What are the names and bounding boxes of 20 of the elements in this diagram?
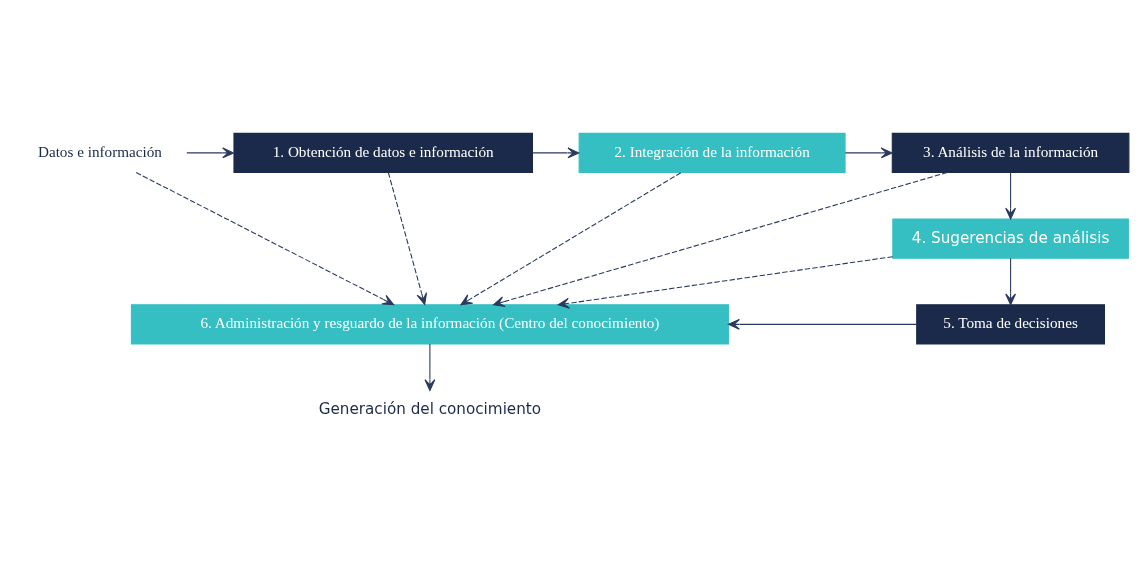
node-box: 2. Integración de la información xyxy=(578,132,846,173)
arrow xyxy=(135,172,395,306)
arrow xyxy=(492,171,948,307)
arrow xyxy=(557,256,894,309)
node-box: 5. Toma de decisiones xyxy=(916,304,1106,345)
node-box: 6. Administración y resguardo de la información (Centro del conocimiento) xyxy=(130,304,729,345)
arrow xyxy=(186,147,235,159)
arrow xyxy=(532,147,580,159)
arrow xyxy=(1005,171,1017,220)
node-box: 3. Análisis de la información xyxy=(891,132,1130,173)
arrow xyxy=(727,318,918,330)
node-box: 4. Sugerencias de análisis xyxy=(892,218,1129,259)
arrow xyxy=(460,172,682,306)
arrow xyxy=(1005,257,1017,306)
node-box: 1. Obtención de datos e información xyxy=(233,132,533,173)
node-text: Datos e información xyxy=(37,142,162,160)
arrow xyxy=(424,343,436,392)
arrow xyxy=(844,147,893,159)
node-text: Generación del conocimiento xyxy=(318,400,542,419)
arrow xyxy=(387,172,428,305)
